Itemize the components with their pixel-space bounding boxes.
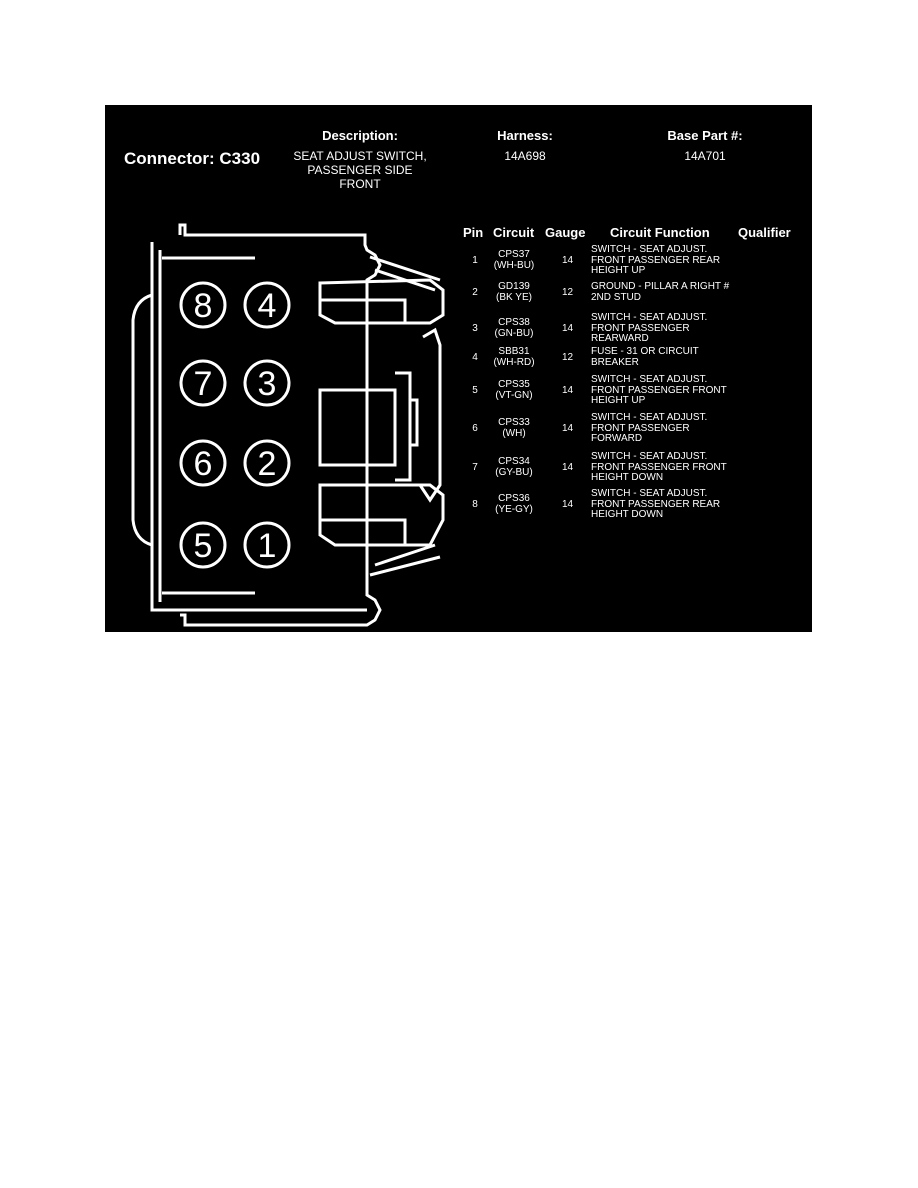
circuit-function-line: FUSE - 31 OR CIRCUIT [591, 346, 699, 357]
pin-number: 5 [472, 384, 478, 396]
gauge: 14 [561, 422, 574, 434]
circuit-function-line: SWITCH - SEAT ADJUST. [591, 412, 708, 423]
pin-cavity [179, 439, 227, 487]
gauge: 12 [561, 351, 574, 363]
circuit-id: CPS35 [498, 379, 530, 391]
pin-number: 2 [472, 286, 478, 298]
description-label: Description: [322, 128, 398, 143]
column-header-circuit-function: Circuit Function [610, 225, 710, 240]
pin-number-label: 2 [258, 445, 277, 483]
column-header-qualifier: Qualifier [738, 225, 791, 240]
key-middle [318, 371, 419, 482]
circuit-id: CPS33 [498, 417, 530, 429]
base-part-label: Base Part #: [667, 128, 743, 143]
pin-cavity [179, 359, 227, 407]
circuit-function-line: SWITCH - SEAT ADJUST. [591, 488, 708, 499]
pin-cavity [243, 521, 291, 569]
circuit-color: (WH-RD) [493, 356, 535, 368]
gauge: 14 [561, 384, 574, 396]
pin-number: 4 [472, 351, 478, 363]
circuit-id: CPS38 [498, 317, 530, 329]
harness-value: 14A698 [504, 149, 546, 163]
base-part-value: 14A701 [684, 149, 726, 163]
circuit-function-line: FRONT PASSENGER [591, 322, 690, 334]
circuit-function-line: REARWARD [591, 333, 649, 344]
circuit-color: (WH-BU) [493, 259, 535, 271]
key-upper [318, 278, 445, 325]
gauge: 14 [561, 461, 574, 473]
pin-number-label: 3 [258, 365, 277, 403]
circuit-function-line: FRONT PASSENGER FRONT [591, 461, 727, 473]
connector-side-rib [131, 293, 153, 547]
gauge: 14 [561, 498, 574, 510]
pin-cavity [243, 281, 291, 329]
circuit-color: (YE-GY) [495, 503, 533, 515]
column-header-pin: Pin [463, 225, 484, 240]
circuit-function-line: FRONT PASSENGER FRONT [591, 384, 727, 396]
column-header-gauge: Gauge [545, 225, 586, 240]
pin-number-label: 1 [258, 527, 277, 565]
circuit-color: (VT-GN) [495, 389, 533, 401]
pin-cavity [243, 359, 291, 407]
pin-number-label: 6 [194, 445, 213, 483]
connector-label: Connector: C330 [124, 149, 261, 168]
column-header-circuit: Circuit [493, 225, 535, 240]
pin-number-label: 7 [194, 365, 213, 403]
circuit-id: CPS36 [498, 493, 530, 505]
pin-number-label: 4 [258, 287, 277, 325]
circuit-id: CPS37 [498, 249, 530, 261]
circuit-function-line: FORWARD [591, 433, 643, 444]
description-line: SEAT ADJUST SWITCH, [293, 149, 427, 163]
connector-body-inner [150, 242, 367, 612]
circuit-color: (GN-BU) [494, 327, 534, 339]
circuit-function-line: SWITCH - SEAT ADJUST. [591, 312, 708, 323]
harness-label: Harness: [497, 128, 553, 143]
pin-cavity [179, 521, 227, 569]
circuit-function-line: HEIGHT UP [591, 265, 646, 276]
gauge: 12 [561, 286, 574, 298]
description-line: PASSENGER SIDE [307, 163, 413, 177]
circuit-function-line: SWITCH - SEAT ADJUST. [591, 244, 708, 255]
circuit-function-line: HEIGHT DOWN [591, 509, 664, 520]
circuit-function-line: 2ND STUD [591, 291, 642, 303]
connector-body-outline [178, 223, 382, 627]
pin-number-label: 5 [194, 527, 213, 565]
circuit-function-line: GROUND - PILLAR A RIGHT # [591, 281, 730, 292]
latch-bottom [369, 543, 441, 577]
circuit-id: CPS34 [498, 456, 530, 468]
connector-panel: 8 4 7 3 6 2 5 1 Description: SEAT ADJUST SWITCH… [105, 105, 812, 632]
pin-cavity [179, 281, 227, 329]
pin-number: 3 [472, 322, 478, 334]
key-lower [318, 483, 445, 547]
circuit-color: (GY-BU) [495, 466, 533, 478]
description-value: SEAT ADJUST SWITCH, PASSENGER SIDE FRONT [280, 149, 440, 191]
circuit-function-line: FRONT PASSENGER REAR [591, 498, 721, 510]
connector-face-drawing: 8 4 7 3 6 2 5 1 [131, 223, 445, 627]
description-line: FRONT [339, 177, 381, 191]
circuit-function-line: HEIGHT UP [591, 395, 646, 406]
circuit-id: GD139 [498, 281, 530, 292]
pin-number-label: 8 [194, 287, 213, 325]
pin-number: 8 [472, 498, 478, 510]
gauge: 14 [561, 254, 574, 266]
circuit-function-line: BREAKER [591, 356, 639, 368]
pin-number: 6 [472, 422, 478, 434]
pin-number: 7 [472, 461, 478, 473]
circuit-function-line: FRONT PASSENGER [591, 422, 690, 434]
pin-number: 1 [472, 254, 478, 266]
gauge: 14 [561, 322, 574, 334]
key-right-rail [418, 327, 442, 503]
circuit-function-line: SWITCH - SEAT ADJUST. [591, 374, 708, 385]
circuit-function-line: FRONT PASSENGER REAR [591, 254, 721, 266]
circuit-function-line: SWITCH - SEAT ADJUST. [591, 451, 708, 462]
latch-top [369, 255, 441, 292]
circuit-id: SBB31 [498, 346, 530, 357]
pin-cavity [243, 439, 291, 487]
circuit-color: (BK YE) [496, 291, 532, 303]
circuit-color: (WH) [502, 427, 526, 439]
circuit-function-line: HEIGHT DOWN [591, 472, 664, 483]
